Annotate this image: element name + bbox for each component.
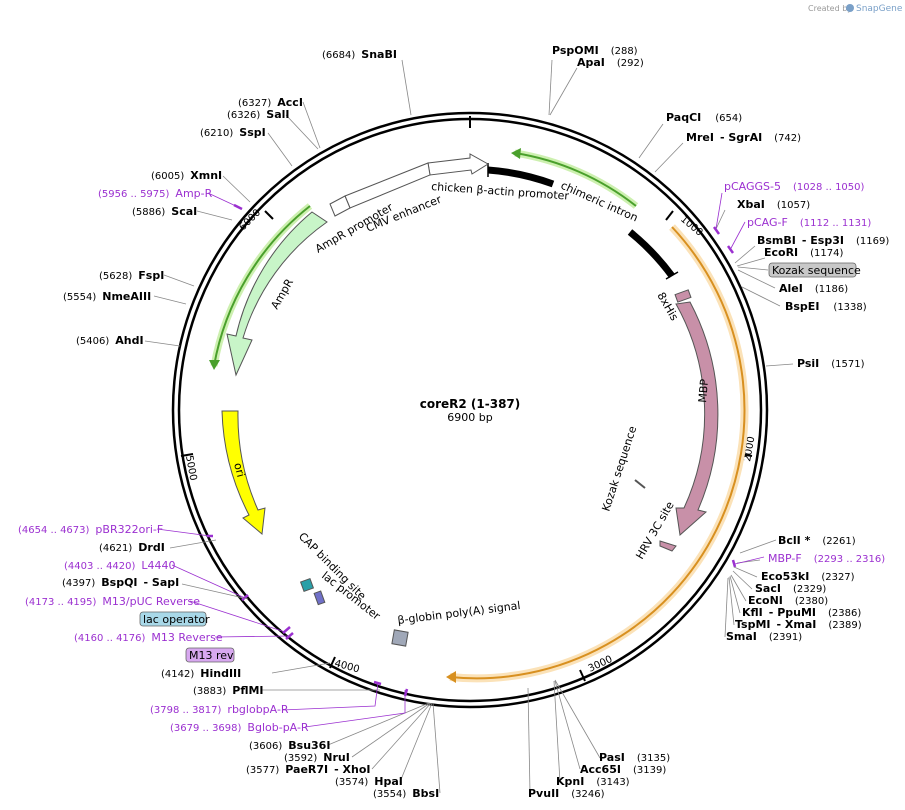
primer-rbglobpa-r: (3798 .. 3817)rbglobpA-R (150, 703, 289, 716)
mbp-arrow (675, 301, 719, 536)
lac-operator-label: lac operator (143, 613, 210, 626)
site-econi: EcoNI(2380) (748, 594, 828, 607)
primer-pbr322ori-f: (4654 .. 4673)pBR322ori-F (18, 523, 163, 536)
primer-m13-puc-reverse: (4173 .. 4195)M13/pUC Reverse (25, 595, 200, 608)
mbp-label: MBP (696, 378, 711, 403)
kozak-label-box (768, 262, 857, 278)
kozak-inner-mark (634, 479, 646, 489)
primer-m13-reverse: (4160 .. 4176)M13 Reverse (74, 631, 223, 644)
site-fspi: (5628)FspI (99, 269, 164, 282)
orf-arc (446, 224, 749, 683)
primer-l4440: (4403 .. 4420)L4440 (64, 559, 176, 572)
snapgene-logo-icon (846, 4, 854, 12)
primer-bglob-pa-r: (3679 .. 3698)Bglob-pA-R (170, 721, 309, 734)
his-tag-box (674, 289, 692, 303)
hrv-site-box (659, 540, 677, 552)
site-eco53ki: Eco53kI(2327) (761, 570, 855, 583)
kozak-label: Kozak sequence (772, 264, 861, 277)
site-saci: SacI(2329) (755, 582, 826, 595)
site-paqci: PaqCI(654) (666, 111, 742, 124)
lac-promoter-box (313, 590, 326, 606)
snapgene-brand: Created by SnapGene (808, 4, 903, 14)
site-nrui: (3592)NruI (284, 751, 350, 764)
ampr-outer-arc (209, 203, 313, 370)
primer-pcagf: pCAG-F(1112 .. 1131) (747, 216, 871, 229)
site-tspmi: TspMI- XmaI(2389) (735, 618, 862, 631)
tick-label-6000: 6000 (237, 207, 263, 233)
intron-segment (627, 229, 675, 279)
kozak-inner-label: Kozak sequence (599, 424, 639, 513)
site-sspi: (6210)SspI (200, 126, 266, 139)
cap-binding-box (299, 577, 315, 593)
site-hindiii: (4142)HindIII (161, 667, 241, 680)
globin-polya-box (391, 629, 409, 647)
site-smai: SmaI(2391) (726, 630, 802, 643)
site-xbai: XbaI(1057) (737, 198, 810, 211)
chicken-actin-arrow (427, 153, 489, 176)
site-ahdi: (5406)AhdI (76, 334, 144, 347)
ori-arrow (221, 410, 266, 535)
site-pvuii: PvuII(3246) (528, 787, 605, 800)
site-bsmbi: BsmBI- Esp3I(1169) (757, 234, 889, 247)
site-nmeaiii: (5554)NmeAIII (63, 290, 151, 303)
site-acci: (6327)AccI (238, 96, 303, 109)
brand-prefix: Created by (808, 4, 852, 13)
primer-pcaggs5: pCAGGS-5(1028 .. 1050) (724, 180, 865, 193)
leader-lines (144, 59, 794, 794)
site-kpni: KpnI(3143) (556, 775, 630, 788)
site-scai: (5886)ScaI (132, 205, 197, 218)
primer-mbpf: MBP-F(2293 .. 2316) (768, 552, 885, 565)
hrv-3c-site-label: HRV 3C site (633, 499, 677, 561)
primer-amp-r: (5956 .. 5975)Amp-R (98, 187, 213, 200)
site-pspomi: PspOMI(288) (552, 44, 638, 57)
m13-rev-label-box (185, 647, 235, 663)
beta-globin-polya-label: β-globin poly(A) signal (397, 599, 521, 627)
chimeric-intron-arc (511, 148, 639, 209)
site-pasi: PasI(3135) (599, 751, 670, 764)
plasmid-size: 6900 bp (447, 411, 492, 424)
site-psii: PsiI(1571) (797, 357, 865, 370)
ampr-label: AmpR (268, 276, 296, 311)
site-snabi: (6684)SnaBI (322, 48, 397, 61)
site-apai: ApaI(292) (577, 56, 644, 69)
site-pflmi: (3883)PflMI (193, 684, 264, 697)
brand-name: SnapGene (856, 4, 903, 14)
site-ecori: EcoRI(1174) (764, 246, 844, 259)
site-kfli: KflI- PpuMI(2386) (742, 606, 861, 619)
site-labels: (6684)SnaBI PspOMI(288) ApaI(292) PaqCI(… (62, 44, 889, 800)
site-bsu36i: (3606)Bsu36I (249, 739, 330, 752)
boxed-labels: Kozak sequence lac operator M13 rev (139, 262, 861, 663)
site-xmni: (6005)XmnI (151, 169, 222, 182)
segment-cap (665, 271, 679, 280)
site-paer7i: (3577)PaeR7I- XhoI (246, 763, 371, 776)
site-bspei: BspEI(1338) (785, 300, 867, 313)
tick-label-5000: 5000 (183, 455, 198, 482)
plasmid-name: coreR2 (1-387) (420, 397, 521, 411)
promoter-arrows (329, 153, 489, 217)
chicken-promoter-segment (487, 166, 555, 188)
site-bcli: BclI *(2261) (778, 534, 856, 547)
site-bspqi: (4397)BspQI- SapI (62, 576, 179, 589)
ori-label: ori (231, 461, 247, 478)
site-alei: AleI(1186) (779, 282, 848, 295)
m13-rev-label: M13 rev (189, 649, 234, 662)
lac-operator-label-box (139, 611, 207, 627)
primer-leader-lines (156, 192, 765, 728)
primer-labels: pCAGGS-5(1028 .. 1050) pCAG-F(1112 .. 11… (18, 180, 885, 734)
site-drdi: (4621)DrdI (99, 541, 165, 554)
site-bbsi: (3554)BbsI (373, 787, 439, 800)
site-sali: (6326)SalI (227, 108, 289, 121)
site-hpai: (3574)HpaI (335, 775, 403, 788)
site-acc65i: Acc65I(3139) (580, 763, 666, 776)
ampr-arrow (226, 211, 328, 377)
ampr-promoter-arrow (329, 195, 351, 217)
site-mrei: MreI- SgrAI(742) (686, 131, 801, 144)
